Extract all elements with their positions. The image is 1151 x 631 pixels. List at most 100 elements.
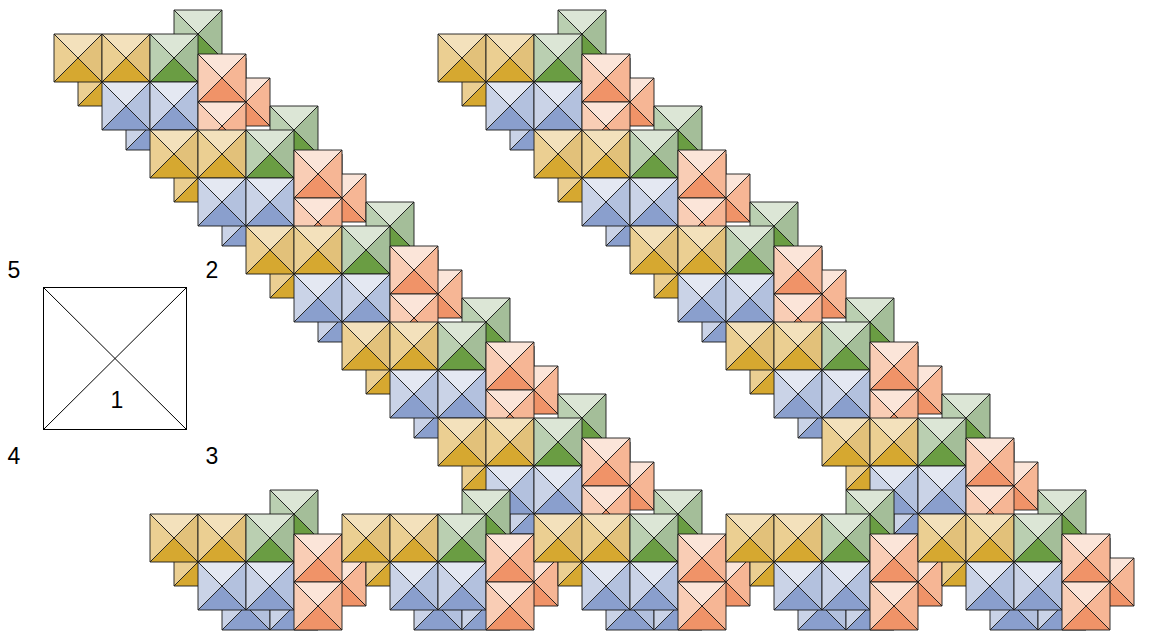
tile-triangle: [678, 274, 702, 322]
tile-triangle: [150, 130, 174, 178]
tile-triangle: [534, 418, 558, 466]
tile-triangle: [246, 178, 270, 226]
corner-number-wrap: 2: [206, 259, 219, 282]
wang-tile: [582, 130, 630, 178]
tile-triangle: [246, 514, 270, 562]
tile-triangle: [822, 562, 846, 610]
tile-triangle: [822, 514, 846, 562]
edge-number: 1: [110, 389, 125, 412]
tile-triangle: [294, 534, 318, 582]
wang-tile: [582, 438, 630, 486]
square-border: [44, 288, 187, 430]
tile-triangle: [294, 150, 318, 198]
wang-tile: [582, 514, 630, 562]
tile-triangle: [678, 150, 702, 198]
tile-triangle: [534, 34, 558, 82]
tile-triangle: [582, 54, 606, 102]
corner-number-wrap: 5: [8, 259, 21, 282]
wang-tile: [918, 466, 966, 514]
tile-triangle: [438, 370, 462, 418]
wang-tile: [534, 34, 582, 82]
wang-tile: [294, 534, 342, 582]
wang-tile: [534, 130, 582, 178]
tile-triangle: [918, 514, 942, 562]
wang-tile: [918, 514, 966, 562]
tile-triangle: [102, 82, 126, 130]
wang-tile: [822, 514, 870, 562]
wang-tile: [1014, 514, 1062, 562]
tile-triangle: [630, 178, 654, 226]
wang-tile: [294, 582, 342, 630]
tile-triangle: [1062, 582, 1086, 630]
wang-tile: [534, 466, 582, 514]
wang-tile: [870, 418, 918, 466]
wang-tile: [246, 562, 294, 610]
tile-triangle: [582, 178, 606, 226]
tile-triangle: [822, 322, 846, 370]
diagonal-line: [43, 287, 187, 430]
corner-number: 5: [8, 257, 21, 283]
wang-tile: [486, 534, 534, 582]
wang-tile: [630, 562, 678, 610]
tile-triangle: [678, 226, 702, 274]
tile-triangle: [822, 418, 846, 466]
tile-triangle: [582, 438, 606, 486]
wang-tile: [390, 562, 438, 610]
wang-tile: [678, 150, 726, 198]
tile-triangle: [342, 274, 366, 322]
wang-tile: [726, 226, 774, 274]
tile-triangle: [630, 226, 654, 274]
tile-triangle: [774, 322, 798, 370]
tile-triangle: [294, 226, 318, 274]
tile-triangle: [486, 582, 510, 630]
wang-tile: [630, 514, 678, 562]
tile-triangle: [438, 418, 462, 466]
wang-tile: [966, 562, 1014, 610]
wang-tile: [198, 178, 246, 226]
wang-tile: [582, 54, 630, 102]
wang-tile: [822, 418, 870, 466]
wang-tile: [1062, 534, 1110, 582]
wang-tile: [486, 342, 534, 390]
wang-tile: [534, 514, 582, 562]
wang-tile: [246, 514, 294, 562]
wang-tile: [678, 582, 726, 630]
tile-triangle: [534, 514, 558, 562]
wang-tile: [294, 274, 342, 322]
tile-triangle: [774, 562, 798, 610]
wang-tile: [390, 514, 438, 562]
wang-tile: [438, 418, 486, 466]
corner-number-wrap: 3: [206, 445, 219, 468]
tile-triangle: [966, 562, 990, 610]
wang-tile: [726, 514, 774, 562]
wang-tile: [438, 370, 486, 418]
corner-number-wrap: 4: [8, 445, 21, 468]
tile-triangle: [582, 562, 606, 610]
corner-number: 3: [206, 443, 219, 469]
wang-tile: [774, 370, 822, 418]
tile-triangle: [438, 562, 462, 610]
tile-triangle: [486, 34, 510, 82]
tile-triangle: [438, 322, 462, 370]
tile-triangle: [582, 130, 606, 178]
tile-triangle: [534, 130, 558, 178]
tile-triangle: [726, 274, 750, 322]
tile-triangle: [246, 562, 270, 610]
tile-triangle: [774, 514, 798, 562]
wang-tile: [198, 130, 246, 178]
key-square: 1: [43, 287, 187, 430]
wang-tile: [390, 370, 438, 418]
wang-tile: [150, 514, 198, 562]
tile-triangle: [774, 370, 798, 418]
tile-triangle: [630, 514, 654, 562]
tile-triangle: [150, 514, 174, 562]
tile-triangle: [342, 226, 366, 274]
tile-triangle: [390, 246, 414, 294]
tile-triangle: [198, 514, 222, 562]
wang-tile: [342, 514, 390, 562]
wang-tile: [390, 322, 438, 370]
tile-triangle: [246, 130, 270, 178]
wang-tile: [102, 34, 150, 82]
tile-triangle: [534, 82, 558, 130]
